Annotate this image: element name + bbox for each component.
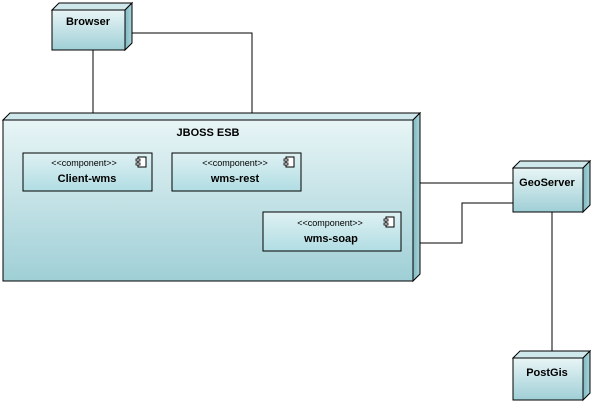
component-client-wms-name: Client-wms [58, 173, 117, 185]
node-browser[interactable]: Browser [50, 1, 134, 52]
component-wms-rest-stereotype: <<component>> [202, 158, 268, 168]
component-wms-soap-stereotype: <<component>> [297, 218, 363, 228]
node-geoserver-label: GeoServer [519, 177, 575, 189]
node-geoserver[interactable]: GeoServer [511, 159, 592, 214]
component-icon [283, 156, 295, 168]
component-client-wms-stereotype: <<component>> [51, 158, 117, 168]
node-jboss-esb[interactable]: JBOSS ESB [1, 111, 422, 283]
component-icon [135, 156, 147, 168]
component-client-wms[interactable]: <<component>> Client-wms [22, 152, 153, 192]
connector-wms-soap-geoserver [401, 202, 513, 244]
component-icon [383, 216, 395, 228]
component-wms-rest[interactable]: <<component>> wms-rest [171, 152, 302, 192]
component-wms-soap-name: wms-soap [303, 233, 358, 245]
node-jboss-esb-label: JBOSS ESB [177, 127, 240, 139]
node-postgis[interactable]: PostGis [511, 349, 592, 402]
component-wms-soap[interactable]: <<component>> wms-soap [262, 211, 402, 252]
node-postgis-label: PostGis [526, 367, 568, 379]
component-wms-rest-name: wms-rest [210, 173, 260, 185]
node-browser-label: Browser [66, 16, 111, 28]
